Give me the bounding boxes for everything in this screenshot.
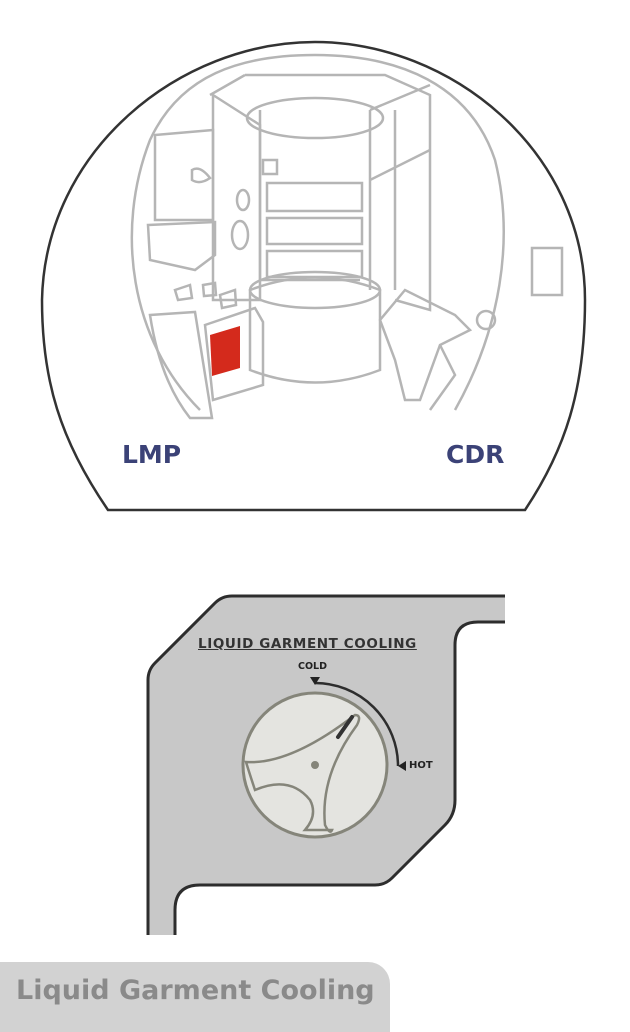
cabin-interior xyxy=(130,53,564,420)
cabin-outline xyxy=(40,40,587,512)
cold-label: COLD xyxy=(298,661,327,672)
cooling-knob[interactable] xyxy=(241,691,389,839)
knob-center xyxy=(311,761,319,769)
highlighted-control-panel[interactable] xyxy=(210,326,240,376)
cold-marker-icon xyxy=(310,677,320,685)
lmp-label: LMP xyxy=(122,440,182,469)
panel-border xyxy=(146,594,505,935)
panel-title: LIQUID GARMENT COOLING xyxy=(198,636,417,652)
knob-pointer xyxy=(336,715,354,739)
hot-label: HOT xyxy=(409,760,433,771)
temperature-scale-arc[interactable] xyxy=(314,681,400,767)
cdr-label: CDR xyxy=(446,440,505,469)
hot-marker-icon xyxy=(398,761,406,771)
caption: Liquid Garment Cooling xyxy=(16,975,375,1006)
